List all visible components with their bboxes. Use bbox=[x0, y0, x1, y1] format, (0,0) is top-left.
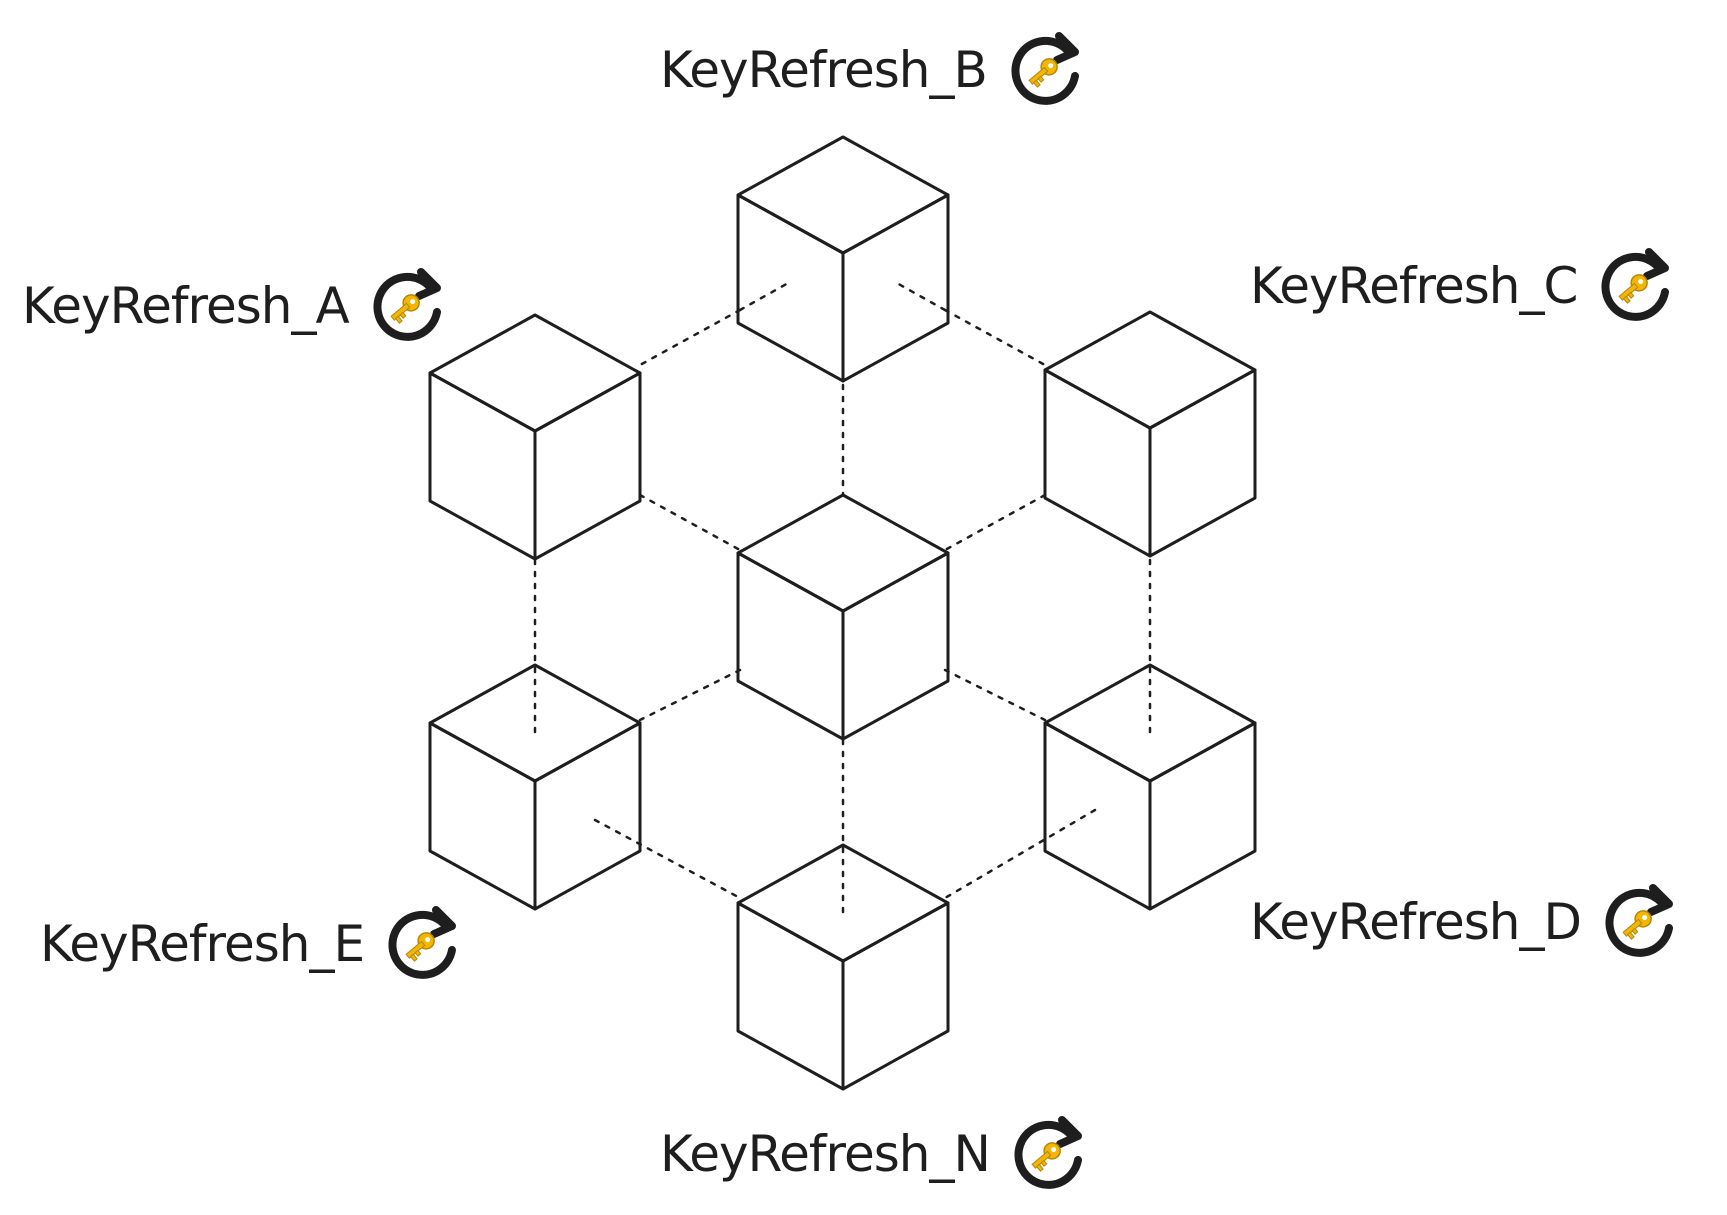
key-icon bbox=[1622, 910, 1652, 940]
hidden-edge-top-left bbox=[738, 280, 792, 312]
cube-bottom-right bbox=[1043, 663, 1257, 911]
refresh-arrow-head bbox=[1055, 1116, 1082, 1148]
link-bottomright-bottom bbox=[943, 808, 1097, 900]
node-label: KeyRefresh_N bbox=[660, 1125, 991, 1183]
cube-face-left bbox=[736, 193, 845, 383]
link-topright-center bbox=[943, 493, 1047, 552]
refresh-arrow-head bbox=[430, 906, 457, 938]
refresh-arrow-arc bbox=[388, 910, 457, 979]
cube-face-left bbox=[736, 551, 845, 741]
label-node-e: KeyRefresh_E bbox=[40, 902, 464, 986]
cube-face-right bbox=[841, 193, 950, 383]
node-label: KeyRefresh_D bbox=[1250, 893, 1582, 951]
link-center-bottomright bbox=[943, 668, 1047, 722]
refresh-arrow-arc bbox=[1014, 1120, 1082, 1189]
node-label: KeyRefresh_B bbox=[660, 41, 988, 99]
refresh-arrow-arc bbox=[1605, 888, 1673, 957]
dotted-connections bbox=[533, 280, 1152, 917]
node-label: KeyRefresh_A bbox=[22, 277, 350, 335]
key-icon bbox=[390, 294, 420, 324]
cube-face-right bbox=[841, 901, 950, 1091]
link-topleft-center bbox=[638, 493, 742, 552]
cube-face-left bbox=[1043, 721, 1152, 911]
cube-bottom-left bbox=[428, 663, 642, 911]
refresh-arrow-head bbox=[1646, 884, 1673, 916]
key-icon bbox=[1031, 1142, 1061, 1172]
label-node-a: KeyRefresh_A bbox=[22, 264, 449, 348]
label-node-n: KeyRefresh_N bbox=[660, 1112, 1090, 1196]
cube-face-right bbox=[1148, 721, 1257, 911]
label-node-d: KeyRefresh_D bbox=[1250, 880, 1681, 964]
refresh-arrow-arc bbox=[1601, 252, 1670, 321]
link-center-bottomleft bbox=[638, 668, 742, 722]
cube-face-right bbox=[533, 721, 642, 911]
cubes bbox=[428, 135, 1257, 1091]
cube-face-right bbox=[1148, 368, 1257, 558]
cube-top-right bbox=[1043, 310, 1257, 558]
cube-face-left bbox=[428, 721, 537, 911]
refresh-arrow-head bbox=[1052, 32, 1079, 64]
key-refresh-icon bbox=[1014, 1116, 1082, 1189]
key-icon bbox=[1028, 58, 1058, 88]
cube-face-right bbox=[533, 371, 642, 561]
link-bottomleft-bottom bbox=[593, 818, 742, 900]
refresh-arrow-arc bbox=[1011, 36, 1079, 105]
cube-bottom bbox=[736, 843, 950, 1091]
key-refresh-icon bbox=[1605, 884, 1673, 957]
cube-face-left bbox=[428, 371, 537, 561]
cube-center bbox=[736, 493, 950, 741]
cube-top bbox=[736, 135, 950, 383]
link-top-topright bbox=[943, 308, 1047, 367]
cube-face-right bbox=[841, 551, 950, 741]
cube-top-left bbox=[428, 313, 642, 561]
hidden-edge-top-right bbox=[893, 280, 947, 312]
label-node-b: KeyRefresh_B bbox=[660, 28, 1087, 112]
key-refresh-icon bbox=[1601, 248, 1670, 321]
node-label: KeyRefresh_C bbox=[1250, 257, 1578, 315]
cube-face-top bbox=[736, 493, 950, 613]
key-refresh-icon bbox=[1011, 32, 1079, 105]
cube-face-top bbox=[428, 313, 642, 433]
cube-face-left bbox=[1043, 368, 1152, 558]
key-refresh-icon bbox=[388, 906, 457, 979]
cube-face-top bbox=[1043, 310, 1257, 430]
cube-face-left bbox=[736, 901, 845, 1091]
refresh-arrow-arc bbox=[373, 272, 441, 341]
key-refresh-icon bbox=[373, 268, 441, 341]
key-icon bbox=[1618, 274, 1649, 304]
node-label: KeyRefresh_E bbox=[40, 915, 365, 973]
refresh-arrow-head bbox=[1643, 248, 1670, 280]
link-top-topleft bbox=[638, 308, 742, 367]
key-icon bbox=[405, 932, 435, 962]
cube-face-top bbox=[736, 135, 950, 255]
refresh-arrow-head bbox=[414, 268, 441, 300]
label-node-c: KeyRefresh_C bbox=[1250, 244, 1677, 328]
